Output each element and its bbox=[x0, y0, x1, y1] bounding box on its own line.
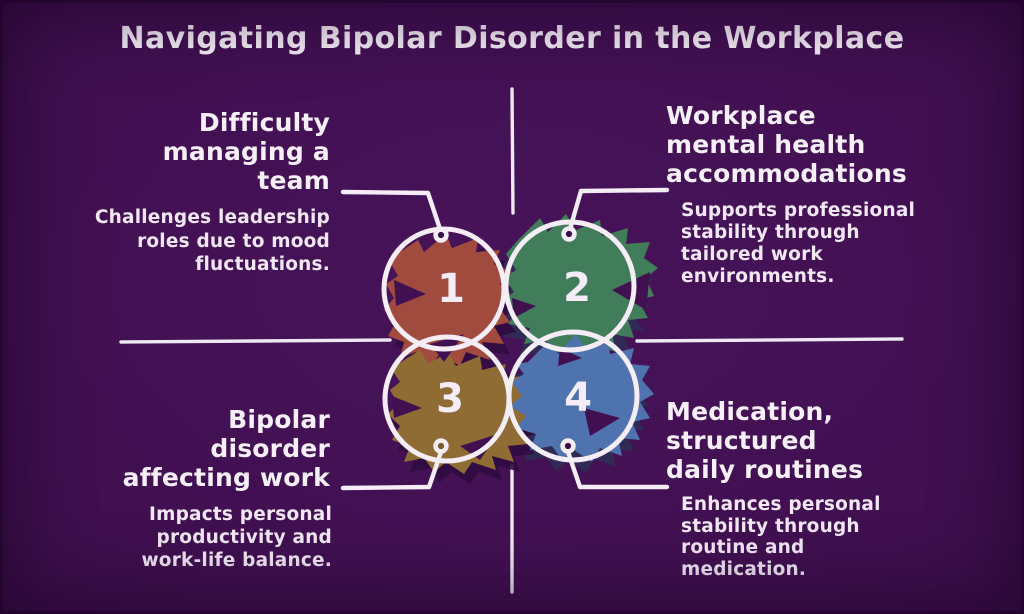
connector-dot-3 bbox=[433, 438, 449, 454]
texture-notches bbox=[392, 272, 650, 460]
connector-3 bbox=[340, 449, 444, 491]
circle-number-1: 1 bbox=[437, 266, 465, 312]
blob-3 bbox=[388, 350, 536, 474]
blob-2 bbox=[502, 214, 658, 356]
section-4-heading: Medication, structured daily routines bbox=[666, 397, 864, 484]
connector-4 bbox=[565, 449, 670, 490]
section-4-body: Enhances personal stability through rout… bbox=[681, 494, 881, 580]
section-2-heading: Workplace mental health accommodations bbox=[666, 101, 907, 188]
section-3-heading: Bipolar disorder affecting work bbox=[122, 405, 330, 492]
circle-number-2: 2 bbox=[563, 265, 591, 311]
circle-number-3: 3 bbox=[436, 376, 464, 422]
section-1-body: Challenges leadership roles due to mood … bbox=[94, 207, 330, 275]
section-3-body: Impacts personal productivity and work-l… bbox=[141, 504, 332, 571]
section-2-body: Supports professional stability through … bbox=[681, 200, 916, 287]
connector-2 bbox=[567, 187, 670, 232]
section-1-heading: Difficulty managing a team bbox=[162, 108, 330, 195]
page-title: Navigating Bipolar Disorder in the Workp… bbox=[119, 21, 905, 56]
connector-dot-1 bbox=[433, 227, 449, 243]
connector-1 bbox=[340, 189, 443, 232]
blob-4 bbox=[510, 334, 654, 462]
connector-dot-2 bbox=[561, 226, 577, 242]
divider-line-top bbox=[510, 87, 515, 215]
divider-line-right bbox=[635, 337, 904, 343]
circle-number-4: 4 bbox=[564, 375, 592, 421]
divider-line-left bbox=[119, 338, 392, 344]
connector-dot-4 bbox=[560, 438, 576, 454]
